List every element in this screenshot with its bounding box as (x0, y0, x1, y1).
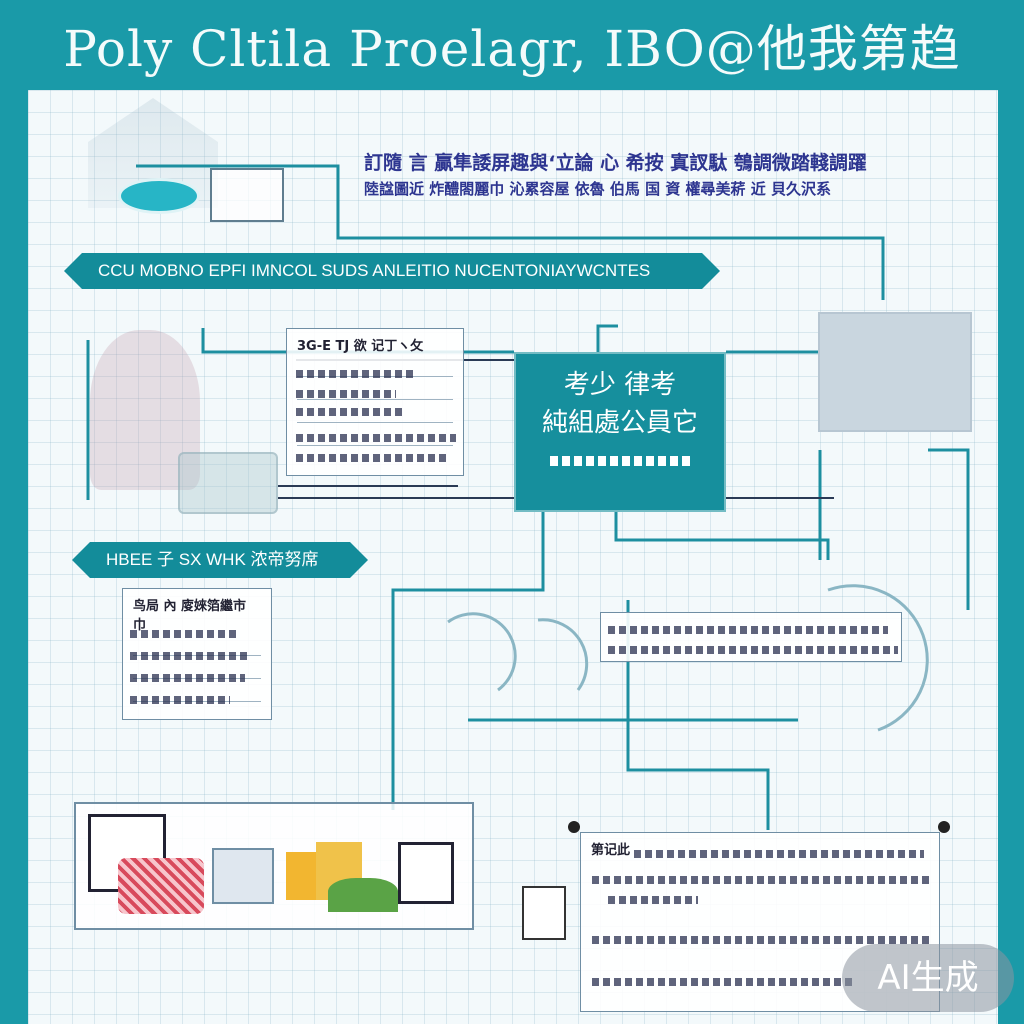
device-illustration (178, 452, 278, 514)
panel-row (297, 385, 453, 400)
laptop-illustration (210, 168, 284, 222)
section-heading: 訂隨 言 贏隼諉屏趣與‘立論 心 希按 寘訍駄 鴮調微踏輚調躍 陸諡圖近 炸醴閤… (364, 150, 867, 202)
basket-icon (118, 858, 204, 914)
box-icon (212, 848, 274, 904)
right-text-strip (600, 612, 902, 662)
panel-text-bars (296, 454, 446, 462)
center-box: 考少 律考 純組處公員它 (514, 352, 726, 512)
diagram-canvas: 訂隨 言 贏隼諉屏趣與‘立論 心 希按 寘訍駄 鴮調微踏輚調躍 陸諡圖近 炸醴閤… (28, 90, 998, 1024)
panel-text-bars (296, 408, 406, 416)
panel-text-bars (592, 978, 852, 986)
panel-text-bars (296, 434, 456, 442)
panel-text-bars (296, 370, 416, 378)
panel-text-bars (130, 696, 230, 704)
cabinet-illustration (818, 312, 972, 432)
heading-line-1: 訂隨 言 贏隼諉屏趣與‘立論 心 希按 寘訍駄 鴮調微踏輚調躍 (364, 152, 867, 174)
panel-row (297, 431, 453, 446)
panel-text-bars (592, 876, 932, 884)
frame-icon (398, 842, 454, 904)
strip-text-bars (608, 626, 888, 634)
middle-banner: HBEE 子 SX WHK 浓帝努席 (72, 542, 368, 578)
poster-title: Poly Cltila Proelagr, IBO@他我第趋 (63, 20, 961, 78)
panel-row (297, 408, 453, 423)
top-banner: CCU MOBNO EPFI IMNCOL SUDS ANLEITIO NUCE… (64, 253, 720, 289)
person-illustration (90, 330, 200, 490)
panel-text-bars (592, 936, 932, 944)
ai-generated-watermark: AI生成 (842, 944, 1014, 1012)
panel-text-bars (130, 652, 250, 660)
lower-left-panel-title: 鸟局 內 廀婡箔繼市 巾 (133, 599, 247, 633)
panel-text-bars (296, 390, 396, 398)
panel-text-bars (634, 850, 924, 858)
yellow-box-icon (286, 852, 316, 900)
printer-icon (522, 886, 566, 940)
center-box-text-bars (550, 456, 690, 466)
panel-text-bars (608, 896, 698, 904)
upper-left-panel-title: 3G-E TJ 欲 记丁ヽ攵 (297, 339, 424, 354)
oval-badge-icon (118, 178, 200, 214)
panel-text-bars (130, 630, 240, 638)
upper-left-panel: 3G-E TJ 欲 记丁ヽ攵 (286, 328, 464, 476)
center-box-line-2: 純組處公員它 (541, 408, 698, 438)
bottom-right-panel-title: 第记此 (591, 843, 631, 858)
plant-icon (328, 878, 398, 912)
strip-text-bars (608, 646, 898, 654)
panel-text-bars (130, 674, 245, 682)
center-box-line-1: 考少 律考 (563, 370, 677, 400)
heading-line-2: 陸諡圖近 炸醴閤麗巾 沁累容屋 依魯 伯馬 国 資 權尋美菥 近 貝久沢系 (364, 180, 832, 198)
